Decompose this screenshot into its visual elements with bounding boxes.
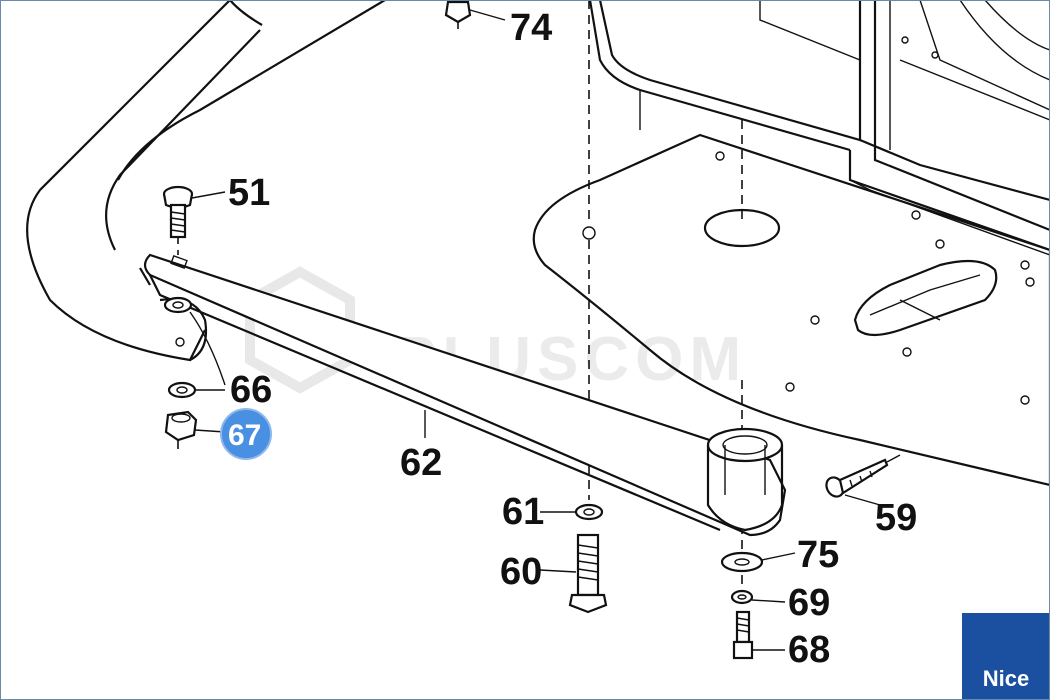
part-60-bolt [539, 533, 608, 614]
mounting-plate [532, 133, 1050, 487]
label-69[interactable]: 69 [788, 582, 830, 624]
part-68-screw [732, 610, 785, 660]
part-59-screw [825, 454, 901, 506]
arm-62 [139, 253, 787, 537]
label-68[interactable]: 68 [788, 629, 830, 671]
label-74[interactable]: 74 [510, 7, 552, 49]
label-51[interactable]: 51 [228, 172, 270, 214]
motor-housing [588, 0, 1050, 252]
label-62[interactable]: 62 [400, 442, 442, 484]
base-frame [26, 0, 386, 362]
label-61[interactable]: 61 [502, 491, 544, 533]
part-66-washers [163, 296, 226, 399]
part-67-nut [164, 410, 226, 442]
brand-logo: Nice [962, 613, 1050, 700]
label-59[interactable]: 59 [875, 497, 917, 539]
label-66[interactable]: 66 [230, 369, 272, 411]
part-74-nut [444, 0, 506, 24]
part-51-bolt [162, 185, 226, 239]
part-61-washer [540, 503, 604, 521]
part-69-washer [730, 589, 786, 605]
label-75[interactable]: 75 [797, 534, 839, 576]
label-60[interactable]: 60 [500, 551, 542, 593]
label-67[interactable]: 67 [228, 419, 261, 452]
part-75-washer [720, 551, 796, 573]
label-67-highlight[interactable]: 67 [220, 408, 272, 460]
highlight-circle [220, 408, 272, 460]
